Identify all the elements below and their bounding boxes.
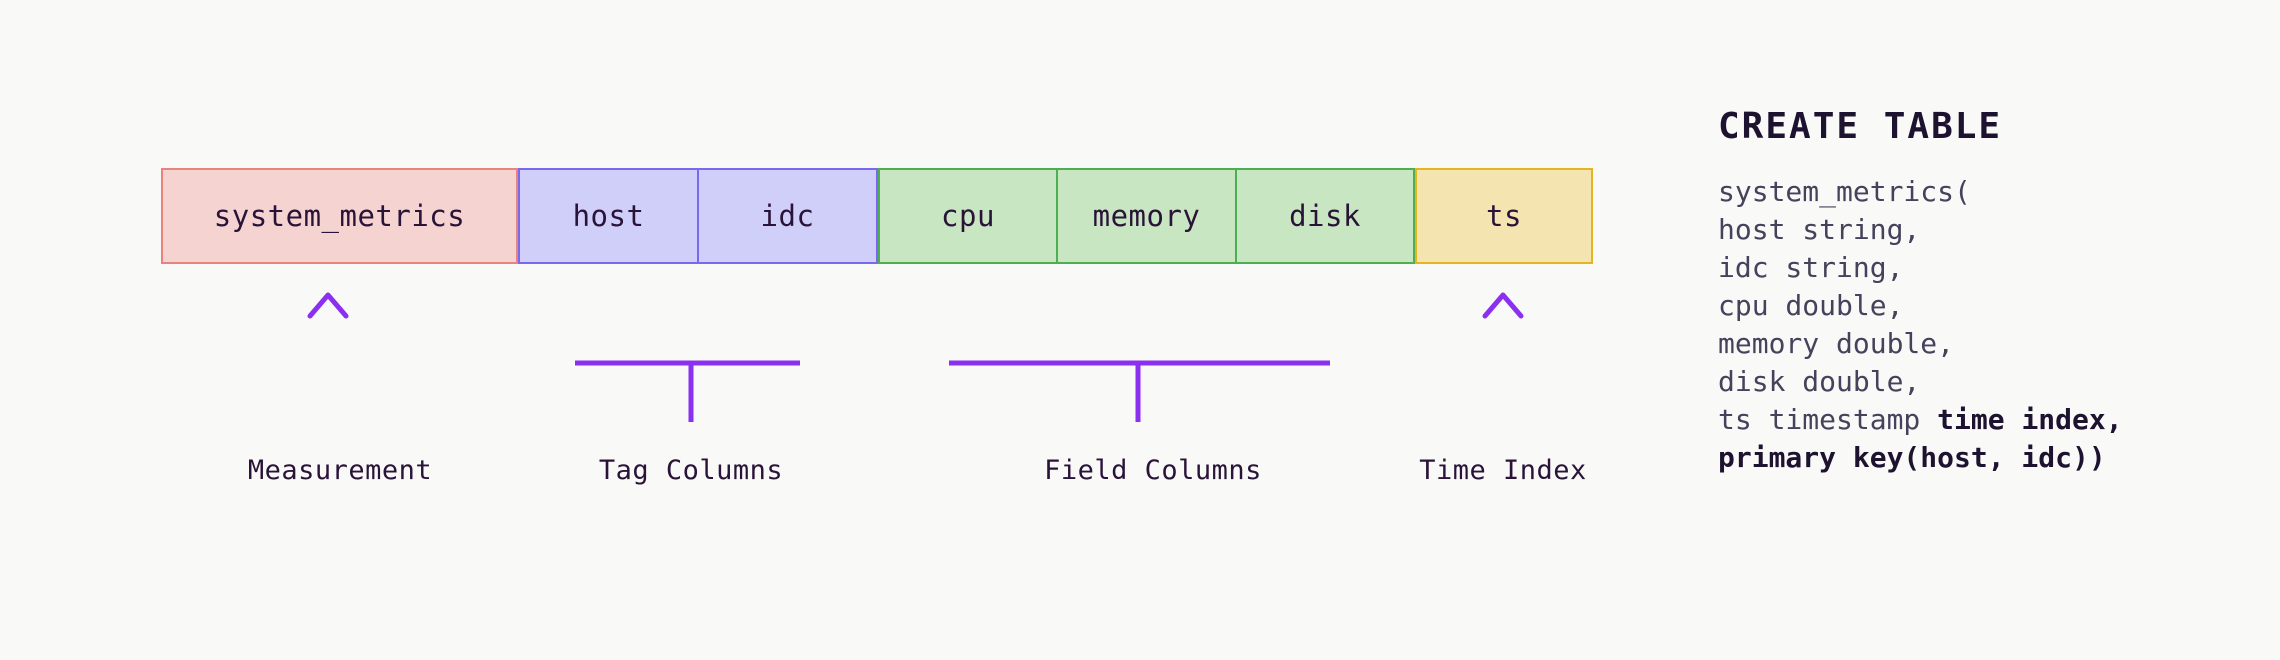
bracket-field-columns — [949, 299, 1330, 422]
schema-cell-host[interactable]: host — [518, 168, 698, 264]
schema-cell-idc[interactable]: idc — [698, 168, 878, 264]
sql-text: ts timestamp — [1718, 403, 1938, 436]
create-table-line: idc string, — [1718, 249, 2238, 287]
label-time-index: Time Index — [1419, 455, 1587, 486]
schema-cell-system-metrics[interactable]: system_metrics — [161, 168, 518, 264]
sql-text: host string, — [1718, 213, 1921, 246]
schema-cell-disk[interactable]: disk — [1236, 168, 1415, 264]
create-table-panel: CREATE TABLE system_metrics(host string,… — [1718, 106, 2238, 477]
sql-text: idc string, — [1718, 251, 1904, 284]
label-tag-columns: Tag Columns — [598, 455, 784, 486]
sql-keyword: primary key(host, idc)) — [1718, 441, 2106, 474]
schema-cell-cpu[interactable]: cpu — [878, 168, 1057, 264]
column-group-measurement: system_metrics — [161, 168, 518, 264]
column-group-field-columns: cpu memory disk — [878, 168, 1415, 264]
create-table-sql: system_metrics(host string, idc string, cp… — [1718, 173, 2238, 477]
create-table-line: memory double, — [1718, 325, 2238, 363]
sql-text: cpu double, — [1718, 289, 1904, 322]
label-measurement: Measurement — [247, 455, 433, 486]
column-group-tag-columns: host idc — [518, 168, 878, 264]
sql-text: memory double, — [1718, 327, 1955, 360]
create-table-line: disk double, — [1718, 363, 2238, 401]
create-table-heading: CREATE TABLE — [1718, 106, 2003, 147]
label-field-columns: Field Columns — [1044, 455, 1262, 486]
arrow-measurement — [307, 292, 349, 414]
schema-cell-ts[interactable]: ts — [1415, 168, 1593, 264]
bracket-tag-columns — [575, 299, 800, 422]
sql-keyword: time index, — [1937, 403, 2123, 436]
create-table-line: system_metrics( — [1718, 173, 2238, 211]
sql-text: disk double, — [1718, 365, 1921, 398]
create-table-line: cpu double, — [1718, 287, 2238, 325]
create-table-line: primary key(host, idc)) — [1718, 439, 2238, 477]
schema-row: system_metrics host idc cpu memory disk … — [161, 168, 1593, 264]
sql-text: system_metrics( — [1718, 175, 1971, 208]
column-group-time-index: ts — [1415, 168, 1593, 264]
create-table-line: host string, — [1718, 211, 2238, 249]
schema-cell-memory[interactable]: memory — [1057, 168, 1236, 264]
create-table-line: ts timestamp time index, — [1718, 401, 2238, 439]
arrow-time-index — [1482, 292, 1524, 414]
